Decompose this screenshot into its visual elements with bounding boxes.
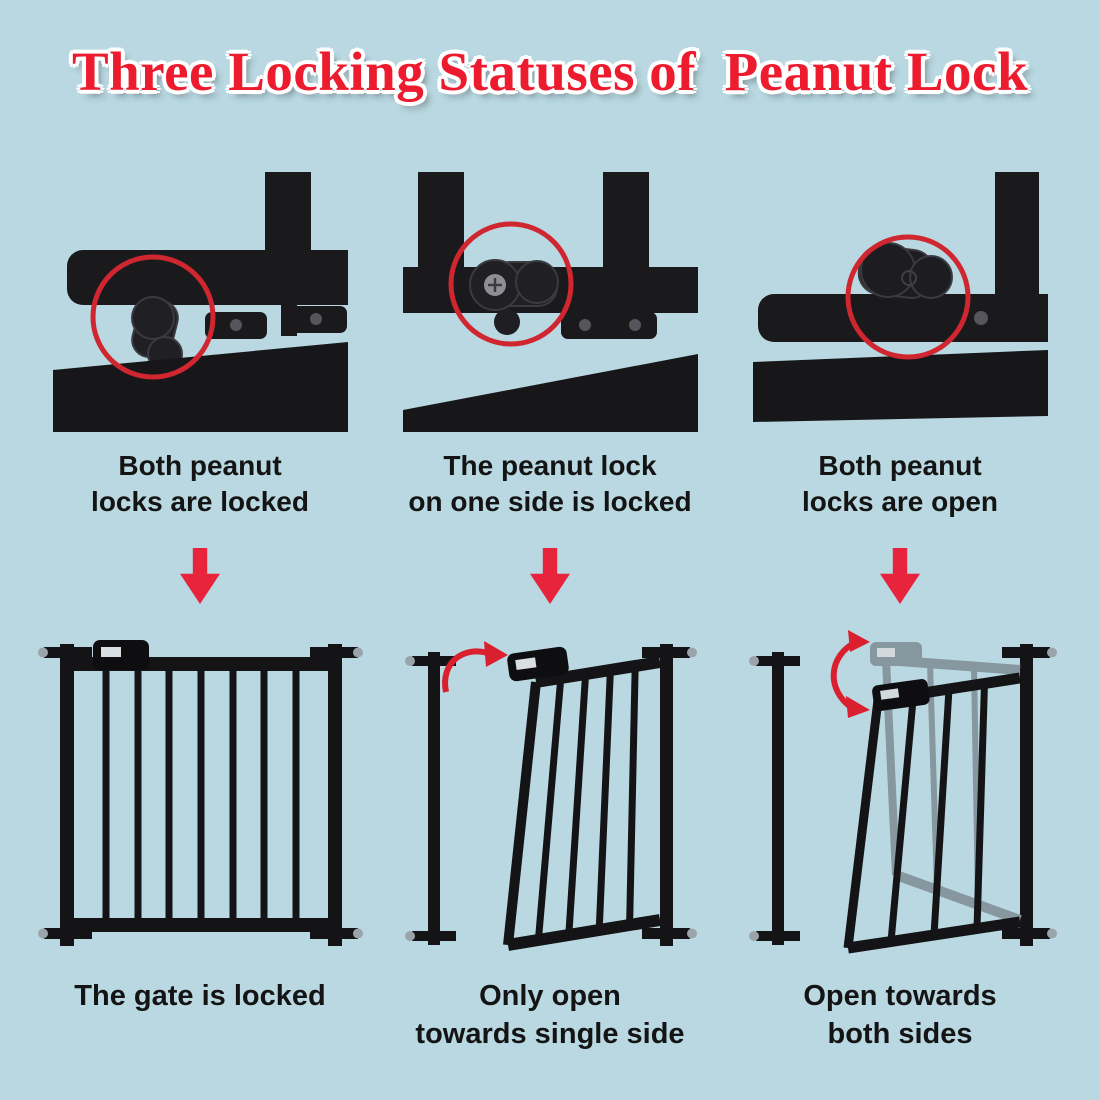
peanut-lock-half-illustration [402, 172, 698, 432]
caption-both-locked: Both peanut locks are locked [91, 448, 309, 522]
column-both-locked: Both peanut locks are locked [30, 172, 370, 1053]
page-title: Three Locking Statuses of Peanut Lock [71, 41, 1029, 102]
caption-single-open: Only open towards single side [415, 978, 684, 1053]
down-arrow-icon [180, 548, 220, 604]
column-both-open: Both peanut locks are open [730, 172, 1070, 1053]
gate-handle [871, 679, 930, 712]
caption-line: Both peanut [818, 450, 982, 481]
both-open-gate-illustration [748, 630, 1057, 954]
closed-gate-illustration [37, 640, 363, 946]
caption-line: Open towards [803, 980, 997, 1012]
gate-single-open-photo [388, 630, 713, 960]
gate-locked-photo [37, 630, 363, 960]
caption-line: both sides [827, 1017, 973, 1050]
caption-line: The gate is locked [74, 980, 326, 1012]
caption-gate-locked: The gate is locked [74, 978, 325, 1016]
peanut-lock-open-illustration [752, 172, 1048, 422]
caption-line: locks are locked [91, 486, 309, 518]
caption-line: Both peanut [118, 450, 282, 481]
caption-one-side-locked: The peanut lock on one side is locked [408, 448, 691, 522]
caption-line: Only open [479, 980, 621, 1012]
columns-container: Both peanut locks are locked [0, 172, 1100, 1053]
gate-both-open-photo [738, 630, 1063, 960]
caption-both-open: Both peanut locks are open [802, 448, 998, 522]
double-swing-arrow-icon [830, 630, 870, 718]
gate-handle [506, 646, 569, 682]
highlight-circle [845, 234, 970, 360]
single-open-gate-illustration [404, 641, 697, 951]
peanut-lock-locked-illustration [52, 172, 348, 432]
caption-line: on one side is locked [408, 486, 692, 518]
closeup-one-side-locked-photo [402, 172, 698, 432]
column-one-side-locked: The peanut lock on one side is locked [380, 172, 720, 1053]
highlight-circle [448, 221, 573, 347]
swing-arrow-icon [441, 641, 508, 693]
down-arrow-icon [880, 548, 920, 604]
closeup-both-open-photo [752, 172, 1048, 432]
caption-line: towards single side [415, 1017, 685, 1050]
caption-line: The peanut lock [443, 450, 657, 481]
highlight-circle [90, 254, 215, 380]
caption-both-sides-open: Open towards both sides [803, 978, 996, 1053]
caption-line: locks are open [801, 486, 999, 518]
closeup-both-locked-photo [52, 172, 348, 432]
down-arrow-icon [530, 548, 570, 604]
